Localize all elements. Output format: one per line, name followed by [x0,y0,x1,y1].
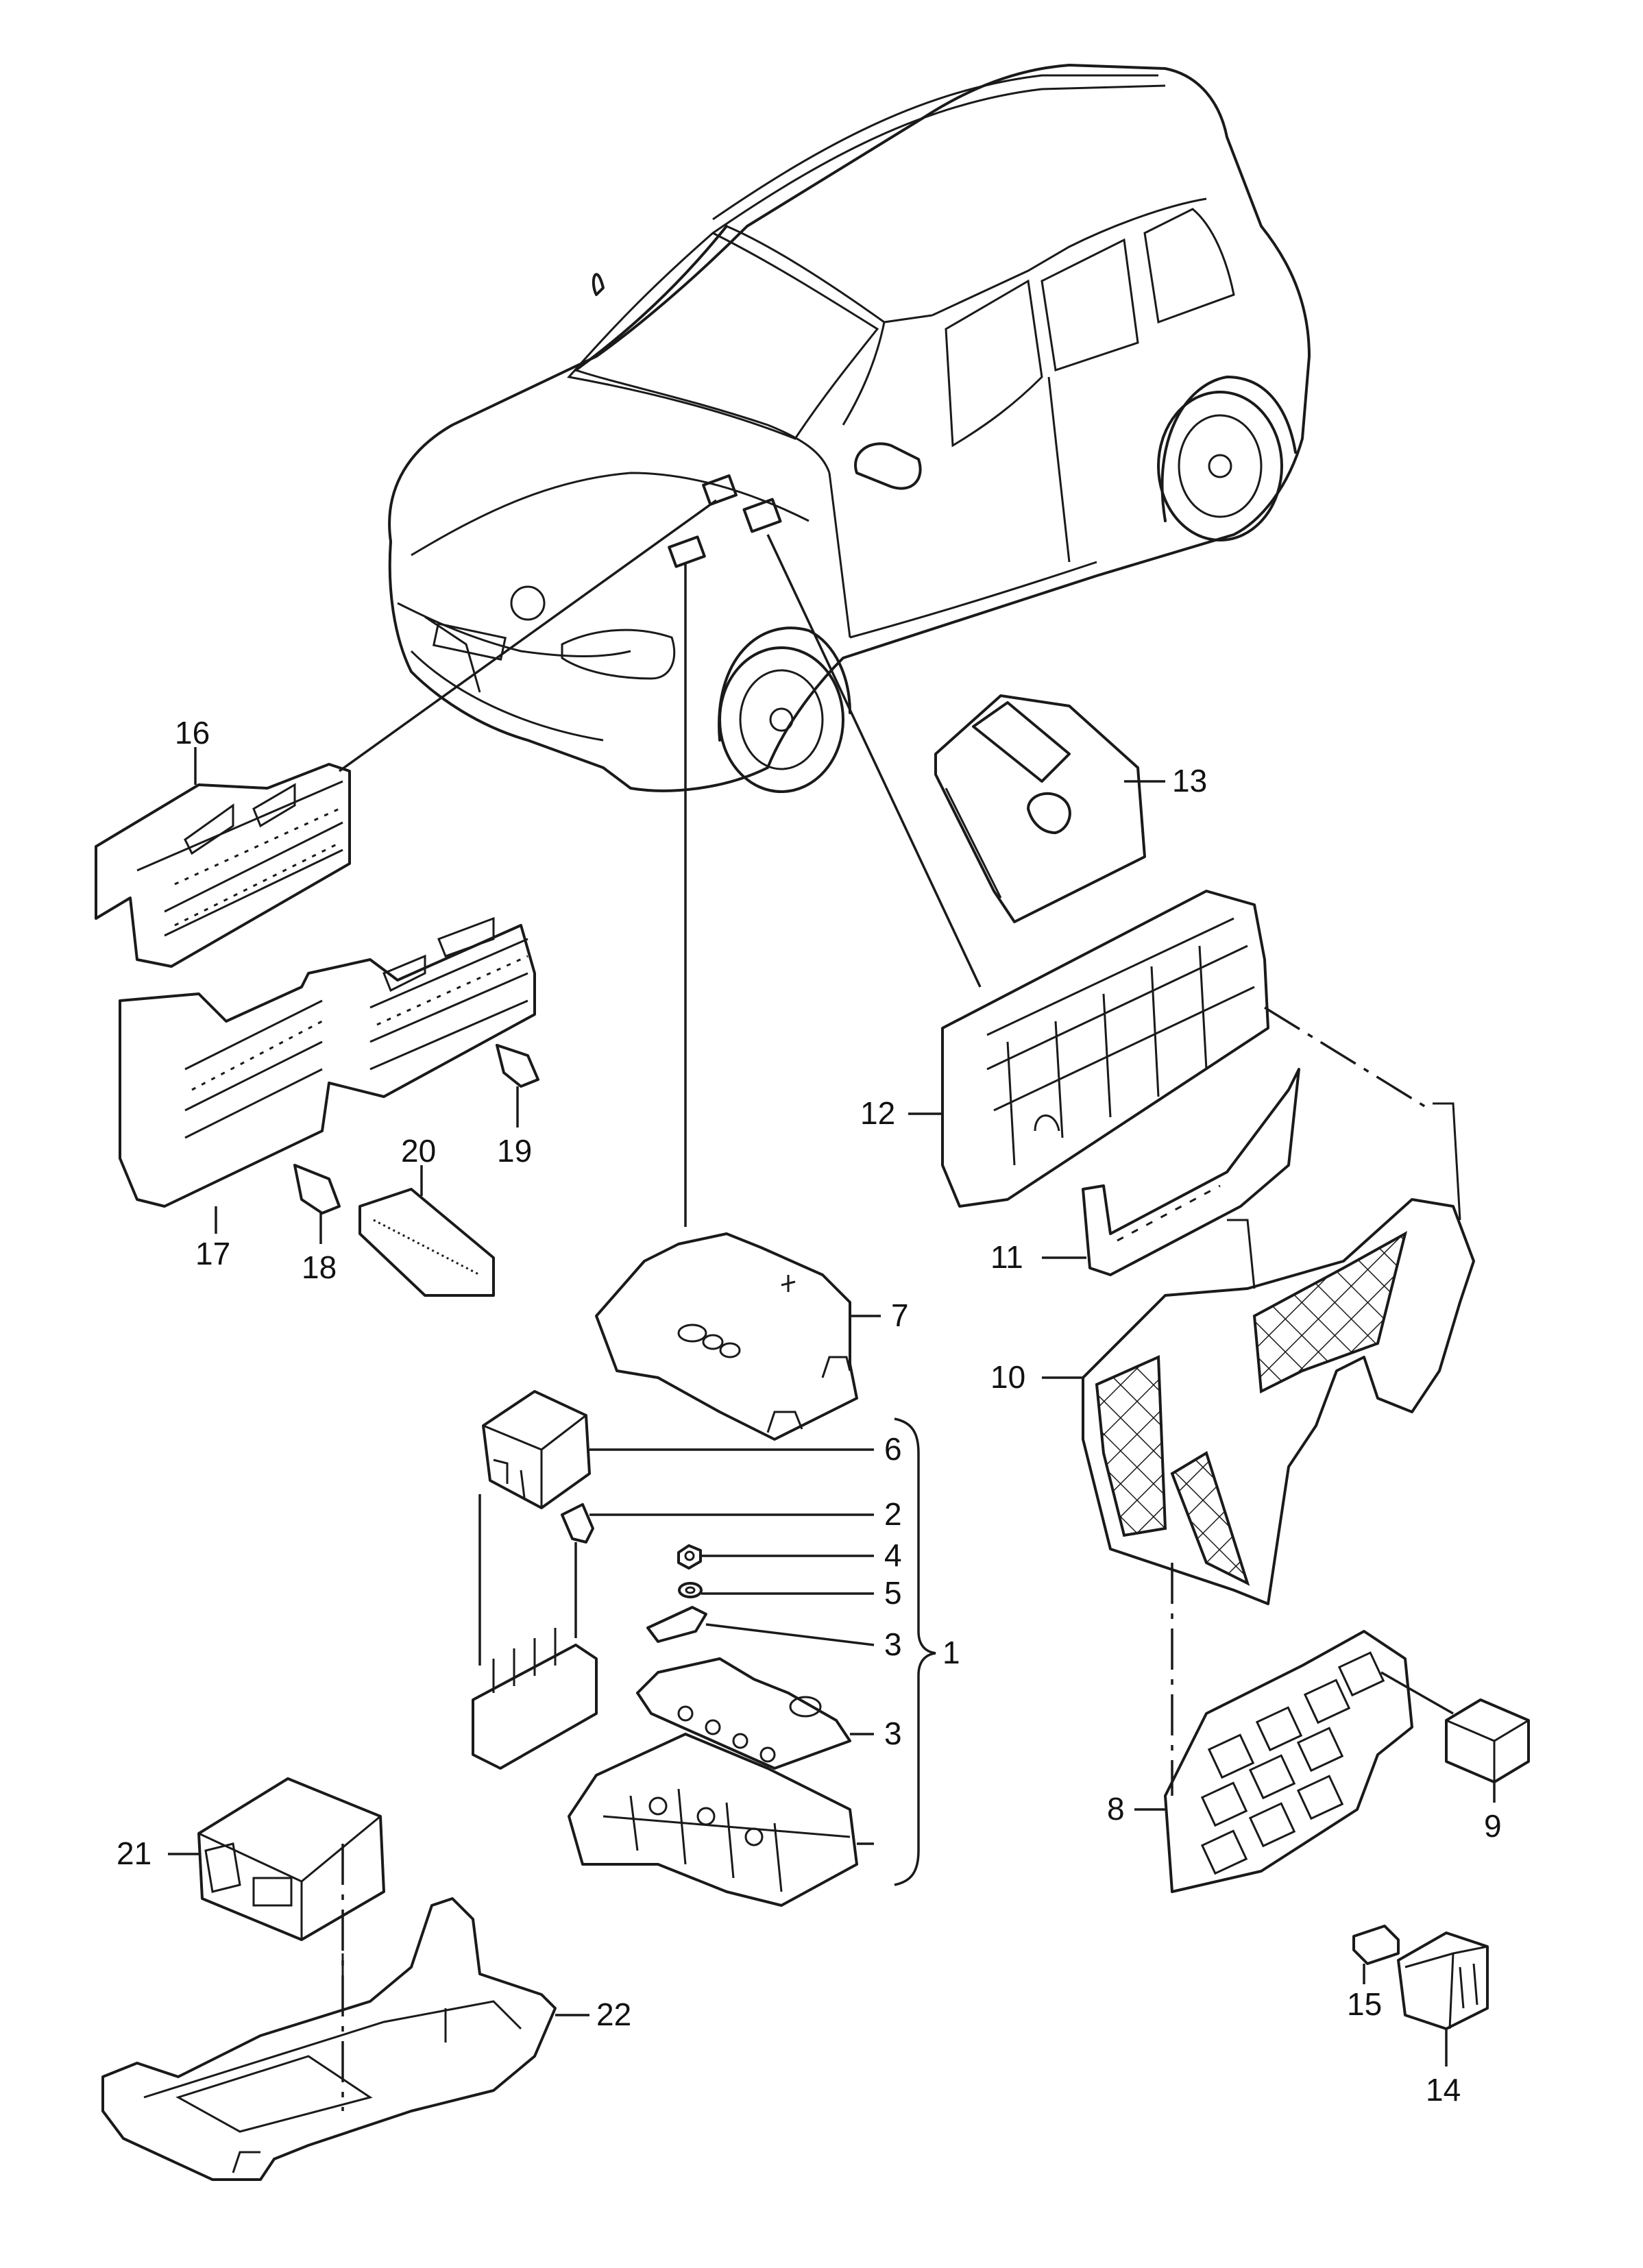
callout-11: 11 [990,1239,1023,1275]
callout-20: 20 [401,1133,436,1169]
part-20-connector [358,1165,495,1297]
callout-18: 18 [302,1249,337,1285]
callout-17: 17 [195,1236,230,1271]
part-9-relay [1445,1698,1530,1803]
callout-9: 9 [1484,1808,1502,1844]
callout-12: 12 [860,1095,895,1131]
part-17-relay-carrier [119,916,536,1234]
part-16-relay-carrier [95,747,351,968]
assembly-line-12-10 [1264,1006,1426,1108]
part-5-washer [678,1582,874,1598]
part-1-fuse-base [568,1733,874,1907]
callout-labels: 1 2 3 3 4 5 6 7 8 9 10 11 12 13 14 15 16… [117,715,1502,2108]
part-8-fuse-carrier [1134,1630,1454,1893]
callout-13: 13 [1172,763,1207,798]
part-4-nut [677,1544,874,1570]
part-3-busbar-large [636,1657,874,1770]
callout-16: 16 [175,715,210,751]
group-1-bracket [894,1417,936,1886]
callout-19: 19 [497,1133,532,1169]
part-18-fuse [293,1164,341,1244]
part-7-cover [595,1232,881,1441]
vehicle-leaders [338,499,982,1227]
part-10-bracket [1042,1102,1475,1605]
part-11-seal [1042,1068,1300,1276]
callout-22: 22 [596,1997,631,2032]
part-12-fusebox-housing [908,890,1269,1208]
part-2-fuse [561,1503,874,1544]
callout-8: 8 [1107,1791,1125,1827]
part-connector-block [472,1494,598,1770]
callout-1: 1 [942,1635,960,1670]
callout-3-lower: 3 [884,1716,902,1751]
part-13-cover [934,694,1165,923]
part-14-relay-socket [1397,1931,1489,2066]
callout-6: 6 [884,1431,902,1467]
callout-15: 15 [1347,1986,1382,2022]
part-19-fuse [496,1044,539,1127]
part-21-control-unit [168,1777,385,1941]
callout-10: 10 [990,1359,1025,1395]
callout-7: 7 [891,1297,909,1333]
part-22-base-bracket [101,1844,589,2181]
vehicle-illustration [388,64,1311,793]
callout-4: 4 [884,1537,902,1573]
part-6-relay [482,1390,874,1509]
part-3-busbar-small [646,1606,875,1646]
callout-2: 2 [884,1496,902,1532]
callout-14: 14 [1426,2072,1461,2108]
part-15-relay-clip [1352,1925,1400,1984]
callout-3-upper: 3 [884,1626,902,1662]
callout-5: 5 [884,1575,902,1611]
callout-21: 21 [117,1836,151,1871]
